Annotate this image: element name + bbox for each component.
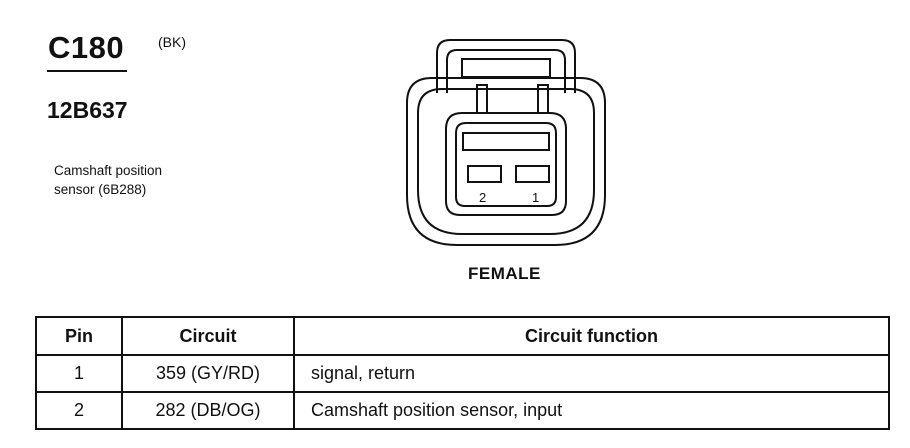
- function-cell: signal, return: [293, 354, 890, 393]
- connector-face-diagram: 2 1: [406, 39, 606, 246]
- pin-2-label: 2: [479, 190, 486, 205]
- pinout-table: Pin Circuit Circuit function 1 359 (GY/R…: [35, 316, 890, 430]
- keyway-slot: [462, 132, 550, 151]
- housing-inner-outline: [417, 88, 595, 235]
- header-circuit-function: Circuit function: [293, 316, 890, 356]
- housing-outer-outline: [406, 77, 606, 246]
- latch-tab: [461, 58, 551, 78]
- circuit-cell: 282 (DB/OG): [121, 391, 295, 430]
- header-pin: Pin: [35, 316, 123, 356]
- description-line-2: sensor (6B288): [54, 182, 147, 197]
- cavity-body-outer: [445, 112, 567, 216]
- table-header-row: Pin Circuit Circuit function: [35, 316, 890, 356]
- cavity-body-inner: [455, 122, 557, 207]
- pin-cell: 1: [35, 354, 123, 393]
- connector-color-code: (BK): [158, 34, 186, 50]
- latch-inner-outline: [446, 49, 566, 93]
- description-line-1: Camshaft position: [54, 163, 163, 178]
- pin-1-label: 1: [532, 190, 539, 205]
- table-row: 2 282 (DB/OG) Camshaft position sensor, …: [35, 391, 890, 430]
- table-row: 1 359 (GY/RD) signal, return: [35, 354, 890, 393]
- header-circuit: Circuit: [121, 316, 295, 356]
- connector-id-underline: [47, 70, 127, 72]
- latch-outline: [436, 39, 576, 93]
- pin-1-cavity: [515, 165, 550, 183]
- part-number: 12B637: [47, 97, 128, 123]
- pin-2-cavity: [467, 165, 502, 183]
- connector-id: C180: [48, 30, 125, 65]
- connector-description: Camshaft position sensor (6B288): [54, 161, 254, 199]
- connector-gender-label: FEMALE: [468, 264, 541, 283]
- circuit-cell: 359 (GY/RD): [121, 354, 295, 393]
- function-cell: Camshaft position sensor, input: [293, 391, 890, 430]
- pin-cell: 2: [35, 391, 123, 430]
